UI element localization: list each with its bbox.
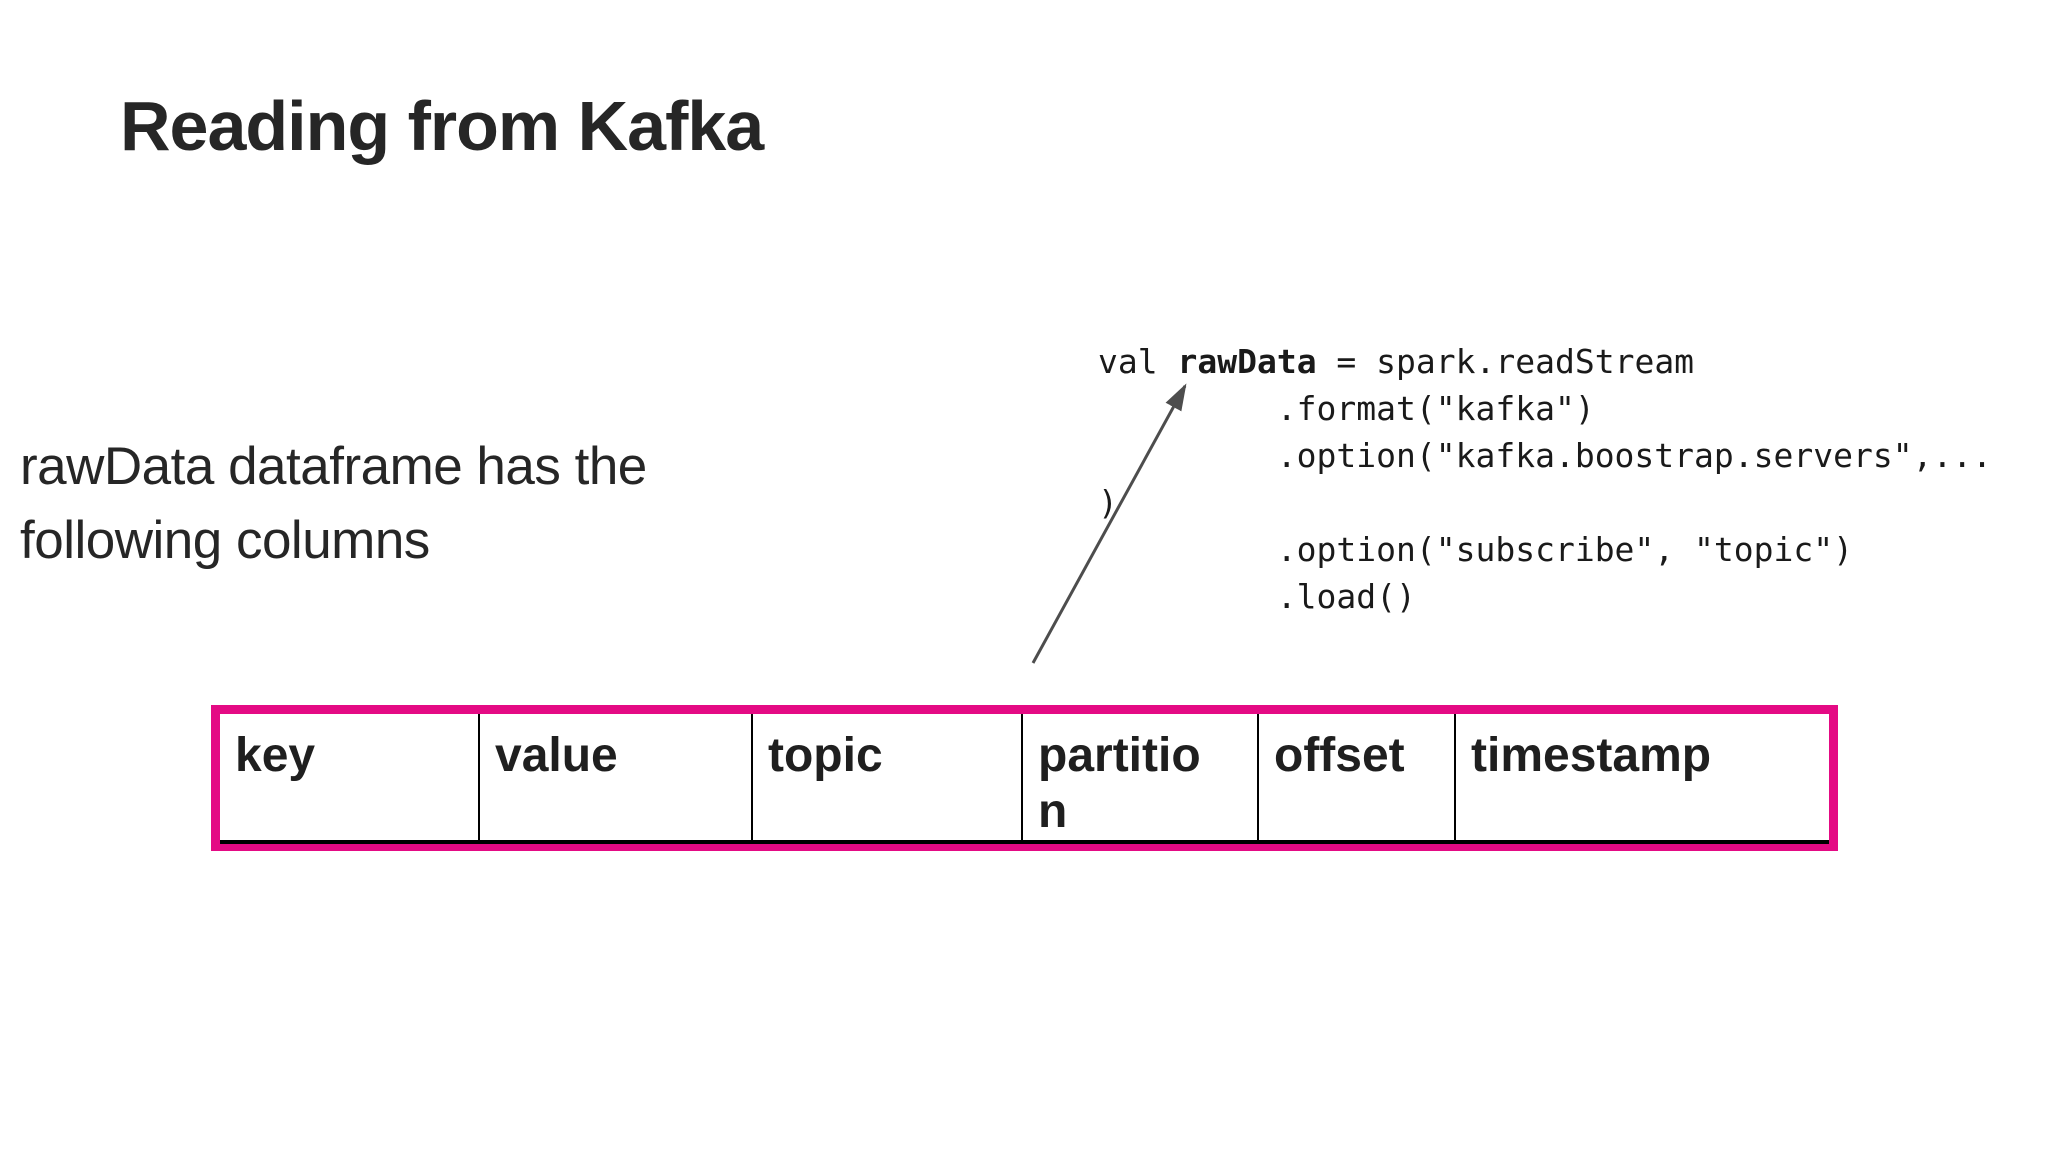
slide-title: Reading from Kafka — [120, 87, 764, 165]
code-line: .option("kafka.boostrap.servers",... — [1098, 436, 1993, 475]
column-header-offset: offset — [1257, 714, 1455, 844]
column-header-value: value — [478, 714, 752, 844]
lead-text: rawData dataframe has the following colu… — [20, 437, 647, 570]
code-line: val rawData = spark.readStream — [1098, 342, 1695, 381]
code-line: .load() — [1098, 577, 1416, 616]
code-line: .format("kafka") — [1098, 389, 1595, 428]
column-header-timestamp: timestamp — [1454, 714, 1829, 844]
code-line: .option("subscribe", "topic") — [1098, 530, 1853, 569]
code-snippet: val rawData = spark.readStream .format("… — [1098, 338, 1992, 620]
code-line: ) — [1098, 483, 1118, 522]
column-header-key: key — [220, 714, 479, 844]
column-header-partition: partition — [1021, 714, 1258, 844]
column-header-topic: topic — [751, 714, 1022, 844]
